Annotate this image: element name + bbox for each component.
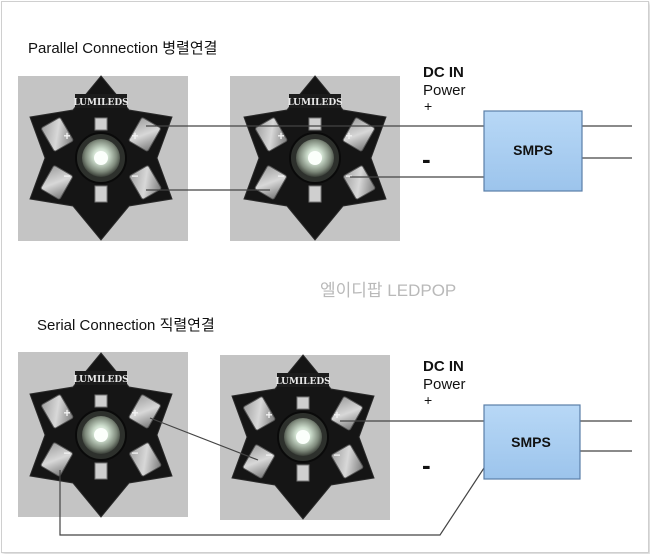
pad-plus-sign: + [63,129,70,143]
series-link-wire [149,417,259,461]
pad-plus-sign: + [131,129,138,143]
pad-minus-sign: − [131,446,138,460]
parallel-title: Parallel Connection 병렬연결 [28,40,217,57]
led-brand-label: LUMILEDS [73,375,128,385]
parallel-wiring [146,125,632,191]
parallel-dc-in-label: DC IN [423,64,464,81]
serial-plus-label: + [424,392,432,408]
parallel-smps-label: SMPS [513,142,553,158]
parallel-plus-label: + [424,98,432,114]
pad-minus-sign: − [333,448,340,462]
pad-plus-sign: + [265,408,272,422]
pad-minus-sign: − [265,448,272,462]
pad-plus-sign: + [131,406,138,420]
serial-smps-label: SMPS [511,434,551,450]
parallel-smps-box [483,110,583,192]
parallel-power-label: Power [423,82,466,99]
serial-wiring [59,417,632,536]
pad-minus-sign: − [277,169,284,183]
pad-minus-sign: − [63,446,70,460]
serial-led-2: LUMILEDS + + − − [231,354,375,520]
pad-plus-sign: + [277,129,284,143]
serial-dc-in-label: DC IN [423,358,464,375]
watermark-text: 엘이디팝 LEDPOP [320,281,456,300]
serial-power-label: Power [423,376,466,393]
led-brand-label: LUMILEDS [73,98,128,108]
serial-minus-label: - [422,450,431,480]
pad-minus-sign: − [345,169,352,183]
pad-plus-sign: + [333,408,340,422]
negative-wire [59,467,485,536]
serial-led-1: LUMILEDS + + − − [29,352,173,518]
led-brand-label: LUMILEDS [287,98,342,108]
led-brand-label: LUMILEDS [275,377,330,387]
pad-minus-sign: − [131,169,138,183]
parallel-minus-label: - [422,144,431,174]
serial-smps-box [483,404,581,480]
pad-minus-sign: − [63,169,70,183]
parallel-led-2: LUMILEDS + + − − [243,75,387,241]
pad-plus-sign: + [345,129,352,143]
pad-plus-sign: + [63,406,70,420]
parallel-led-1: LUMILEDS + + − − [29,75,173,241]
serial-title: Serial Connection 직렬연결 [37,317,215,334]
